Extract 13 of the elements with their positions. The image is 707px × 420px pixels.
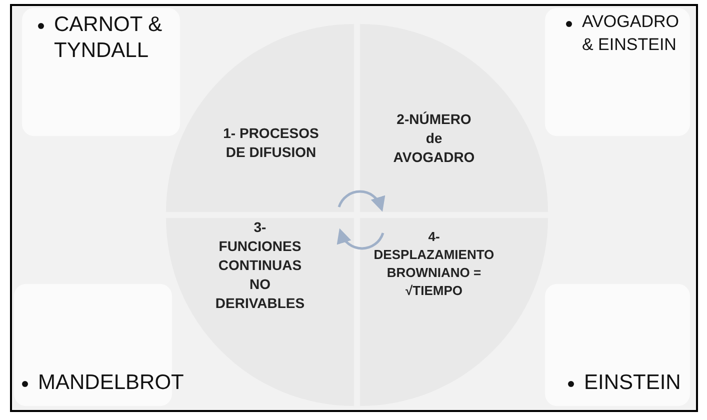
bullet-text: CARNOT & TYNDALL	[54, 12, 164, 64]
segment-label: 4- DESPLAZAMIENTO BROWNIANO = √TIEMPO	[372, 228, 496, 300]
segment-label: 1- PROCESOS DE DIFUSION	[222, 124, 320, 162]
cycle-arrow	[338, 190, 384, 212]
bullet-text: EINSTEIN	[584, 370, 681, 396]
segment-label: 3- FUNCIONES CONTINUAS NO DERIVABLES	[214, 218, 306, 313]
bullet-text: AVOGADRO & EINSTEIN	[582, 11, 679, 56]
segment-label: 2-NÚMERO de AVOGADRO	[392, 110, 476, 167]
cycle-arrow	[338, 228, 384, 250]
bullet-text: MANDELBROT	[38, 370, 184, 396]
card	[545, 8, 690, 136]
card	[545, 284, 690, 406]
card	[22, 8, 180, 136]
